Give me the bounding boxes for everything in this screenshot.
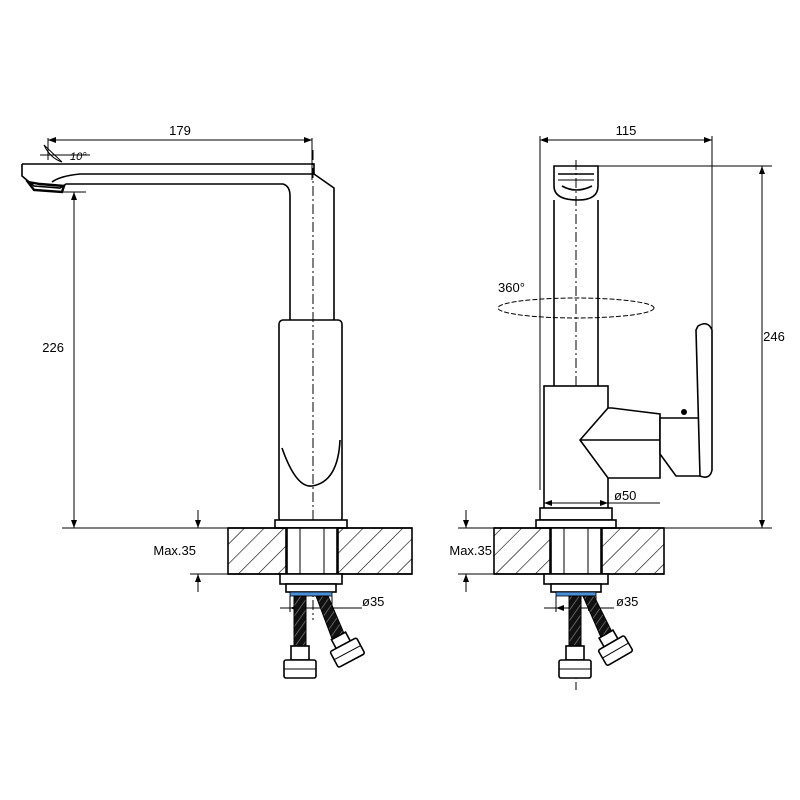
dimension-base-diameter: ø50 <box>544 488 660 506</box>
dimension-spout-height: 226 <box>42 191 280 529</box>
rotation-label: 360° <box>498 280 525 295</box>
spout-angle-indicator: 10° <box>40 144 90 163</box>
deck-thickness-label: Max.35 <box>153 543 196 558</box>
dimension-deck-thickness-right: Max.35 <box>449 510 494 592</box>
dimension-body-width: 115 <box>539 123 713 490</box>
supply-hoses-right <box>558 595 634 679</box>
rotation-indicator: 360° <box>497 280 655 319</box>
supply-hoses <box>283 595 365 679</box>
body-width-label: 115 <box>616 123 637 138</box>
countertop-section <box>227 527 413 575</box>
hole-diameter-label: ø35 <box>362 594 384 609</box>
dimension-total-height: 246 <box>598 165 785 529</box>
countertop-section-right <box>493 527 665 575</box>
spout-angle-label: 10° <box>70 151 87 163</box>
right-front-view: 115 360° <box>449 123 785 690</box>
spout-reach-label: 179 <box>169 123 191 138</box>
base-diameter-label: ø50 <box>614 488 636 503</box>
deck-thickness-label-right: Max.35 <box>449 543 492 558</box>
dimension-spout-reach: 179 <box>47 123 313 180</box>
dimension-deck-thickness: Max.35 <box>153 510 228 592</box>
spout-height-label: 226 <box>42 340 64 355</box>
left-side-view: 179 10° <box>21 123 413 679</box>
hole-diameter-label-right: ø35 <box>616 594 638 609</box>
total-height-label: 246 <box>763 329 785 344</box>
front-body <box>535 322 713 529</box>
spout-arm <box>21 163 335 320</box>
